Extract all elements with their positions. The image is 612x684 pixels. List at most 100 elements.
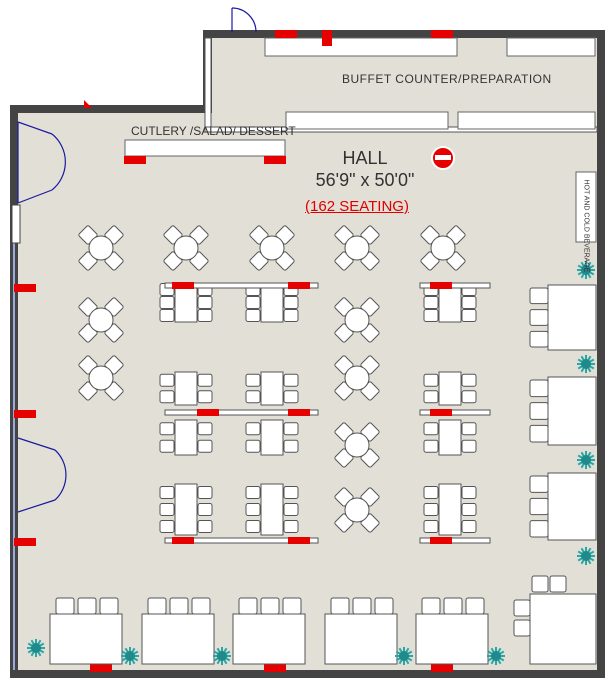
plant-icon — [577, 355, 595, 373]
chair-icon — [197, 309, 213, 322]
chair-icon — [197, 296, 213, 309]
round-table-icon — [430, 235, 456, 261]
rectangular-tables — [159, 282, 491, 544]
chair-icon — [245, 373, 261, 387]
beverage-counter — [575, 171, 597, 243]
rectangular-table-icon — [245, 371, 299, 406]
column-icon — [275, 30, 297, 38]
chair-icon — [529, 520, 549, 538]
round-table-icon — [344, 432, 370, 458]
column-icon — [431, 664, 453, 672]
sofa-booth-icon — [529, 284, 597, 351]
chair-icon — [461, 503, 477, 516]
table-top — [174, 371, 198, 406]
column-icon — [288, 409, 310, 416]
chair-icon — [197, 503, 213, 516]
chair-icon — [245, 486, 261, 499]
left-door-top-icon — [17, 121, 66, 204]
columns — [14, 30, 453, 672]
chair-icon — [461, 439, 477, 453]
rectangular-table-icon — [159, 419, 213, 456]
sofa-booth-icon — [49, 597, 123, 665]
rectangular-table-icon — [159, 371, 213, 406]
rectangular-table-icon — [423, 419, 477, 456]
chair-icon — [197, 520, 213, 533]
chair-icon — [374, 597, 394, 615]
plant-icon — [213, 647, 231, 665]
chair-icon — [245, 390, 261, 404]
door-marker-icon — [84, 100, 92, 108]
round-table-with-4-chairs-icon — [334, 422, 380, 468]
buffet-counter — [506, 37, 596, 57]
top-door-icon — [231, 7, 257, 33]
column-icon — [264, 664, 286, 672]
table-top — [438, 419, 462, 456]
chair-icon — [245, 296, 261, 309]
plant-icon — [27, 639, 45, 657]
round-table-icon — [173, 235, 199, 261]
chair-icon — [283, 486, 299, 499]
table-top — [438, 371, 462, 406]
chair-icon — [245, 520, 261, 533]
chair-icon — [283, 296, 299, 309]
round-table-icon — [344, 497, 370, 523]
hall-seating-count: (162 SEATING) — [305, 198, 409, 215]
hall-title: HALL — [342, 148, 388, 168]
left-door-bottom-icon — [17, 437, 67, 513]
chair-icon — [423, 373, 439, 387]
chair-icon — [197, 439, 213, 453]
chair-icon — [352, 597, 372, 615]
cutlery-counter-label: CUTLERY /SALAD/ DESSERT — [131, 124, 296, 138]
booth-seating — [49, 284, 597, 665]
round-table-with-4-chairs-icon — [334, 355, 380, 401]
corner-booth-icon — [513, 575, 597, 665]
chair-icon — [147, 597, 167, 615]
rectangular-table-icon — [159, 483, 213, 536]
chair-icon — [283, 503, 299, 516]
chair-icon — [159, 309, 175, 322]
chair-icon — [461, 520, 477, 533]
buffet-counter — [457, 111, 596, 130]
sofa-booth-icon — [141, 597, 215, 665]
round-table-icon — [88, 235, 114, 261]
table-top — [260, 282, 284, 323]
floor-area — [18, 38, 597, 670]
round-table-icon — [344, 365, 370, 391]
chair-icon — [465, 597, 485, 615]
column-icon — [90, 664, 112, 672]
table-divider — [164, 282, 319, 289]
column-icon — [430, 537, 452, 544]
doors — [17, 7, 257, 513]
chair-icon — [159, 503, 175, 516]
round-table-icon — [259, 235, 285, 261]
chair-icon — [423, 439, 439, 453]
column-icon — [14, 284, 36, 292]
round-table-with-4-chairs-icon — [78, 297, 124, 343]
rectangular-table-icon — [245, 483, 299, 536]
column-icon — [172, 537, 194, 544]
column-icon — [14, 538, 36, 546]
plant-icon — [487, 647, 505, 665]
buffet-wall-left — [204, 37, 212, 131]
chair-icon — [443, 597, 463, 615]
round-table-with-4-chairs-icon — [163, 225, 209, 271]
chair-icon — [55, 597, 75, 615]
plant-icon — [577, 261, 595, 279]
chair-icon — [529, 309, 549, 326]
chair-icon — [159, 373, 175, 387]
chair-icon — [197, 486, 213, 499]
round-table-with-4-chairs-icon — [78, 355, 124, 401]
chair-icon — [423, 520, 439, 533]
chair-icon — [421, 597, 441, 615]
column-icon — [288, 282, 310, 289]
column-icon — [288, 537, 310, 544]
column-icon — [430, 409, 452, 416]
chair-icon — [159, 439, 175, 453]
table-top — [174, 419, 198, 456]
chair-icon — [549, 575, 567, 593]
table-top — [438, 483, 462, 536]
chair-icon — [260, 597, 280, 615]
plant-icon — [121, 647, 139, 665]
round-table-with-4-chairs-icon — [420, 225, 466, 271]
buffet-counter — [264, 37, 458, 57]
